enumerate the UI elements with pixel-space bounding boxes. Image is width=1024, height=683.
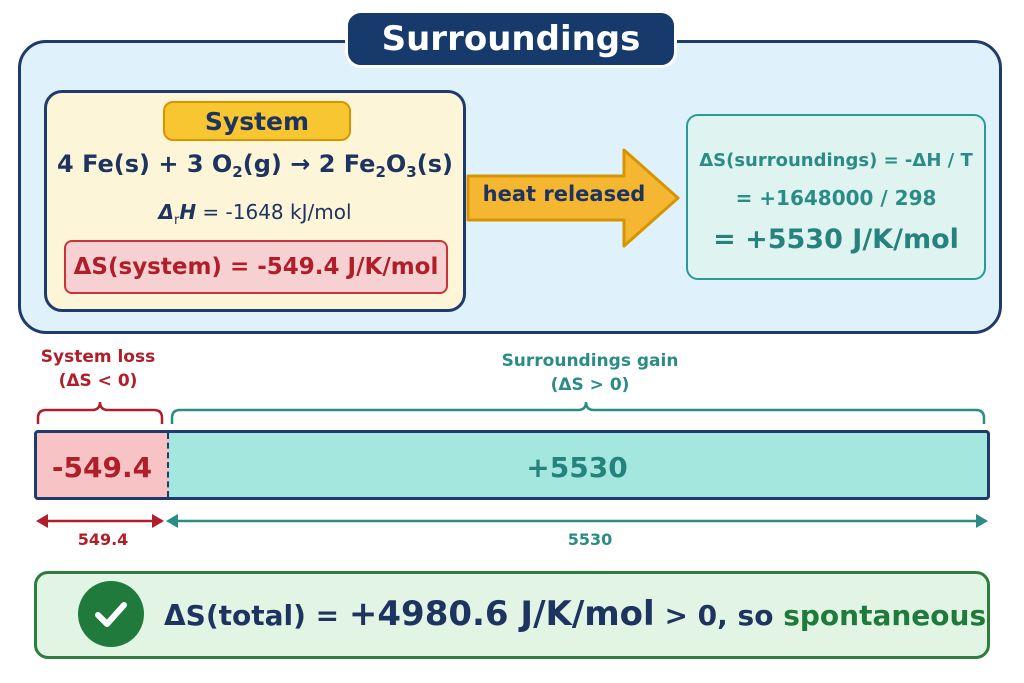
surroundings-magnitude-label: 5530 xyxy=(567,530,613,549)
surroundings-gain-condition: (ΔS > 0) xyxy=(550,375,630,395)
total-comparison: > 0, xyxy=(664,599,728,632)
total-lhs: ΔS(total) = xyxy=(164,599,340,632)
system-label: System xyxy=(163,101,351,141)
reaction-equation: 4 Fe(s) + 3 O2(g) → 2 Fe2O3(s) xyxy=(44,150,466,181)
entropy-comparison-bar: -549.4 +5530 xyxy=(34,430,990,500)
reaction-arrow: → xyxy=(290,150,311,178)
system-magnitude-label: 549.4 xyxy=(77,530,129,549)
calc-result: = +5530 J/K/mol xyxy=(713,224,959,255)
product-iron-oxide: 2 Fe2O3(s) xyxy=(318,150,453,181)
total-verdict: spontaneous xyxy=(783,599,987,632)
reactant-oxygen: 3 O2(g) xyxy=(186,150,282,181)
surroundings-gain-segment: +5530 xyxy=(167,433,987,497)
reactant-iron: 4 Fe(s) xyxy=(57,150,150,178)
system-loss-label: System loss xyxy=(40,347,156,367)
surroundings-title: Surroundings xyxy=(345,10,677,68)
total-value: +4980.6 J/K/mol xyxy=(348,594,655,634)
system-dimension-arrow xyxy=(36,514,164,528)
surroundings-calculation-box xyxy=(686,114,986,280)
calc-formula: ΔS(surroundings) = -ΔH / T xyxy=(699,150,973,171)
calc-substitution: = +1648000 / 298 xyxy=(735,186,937,210)
heat-arrow-icon xyxy=(466,148,680,248)
surroundings-bar-label: +5530 xyxy=(526,451,628,484)
surroundings-gain-label: Surroundings gain xyxy=(501,351,679,371)
check-circle-icon xyxy=(78,581,144,647)
system-brace xyxy=(36,401,164,424)
total-so: so xyxy=(737,599,774,632)
total-entropy-box xyxy=(34,571,990,659)
heat-released-label: heat released xyxy=(482,182,646,206)
system-bar-label: -549.4 xyxy=(51,451,153,484)
check-mark-icon xyxy=(95,602,127,627)
system-entropy-box: ΔS(system) = -549.4 J/K/mol xyxy=(64,240,448,294)
total-entropy-statement: ΔS(total) = +4980.6 J/K/mol > 0, so spon… xyxy=(164,594,986,634)
system-loss-condition: (ΔS < 0) xyxy=(58,371,138,391)
plus-sign: + xyxy=(158,150,179,178)
system-loss-segment: -549.4 xyxy=(37,433,169,497)
reaction-enthalpy: ΔrH = -1648 kJ/mol xyxy=(158,200,352,228)
surroundings-dimension-arrow xyxy=(166,514,988,528)
surroundings-brace xyxy=(170,401,986,424)
